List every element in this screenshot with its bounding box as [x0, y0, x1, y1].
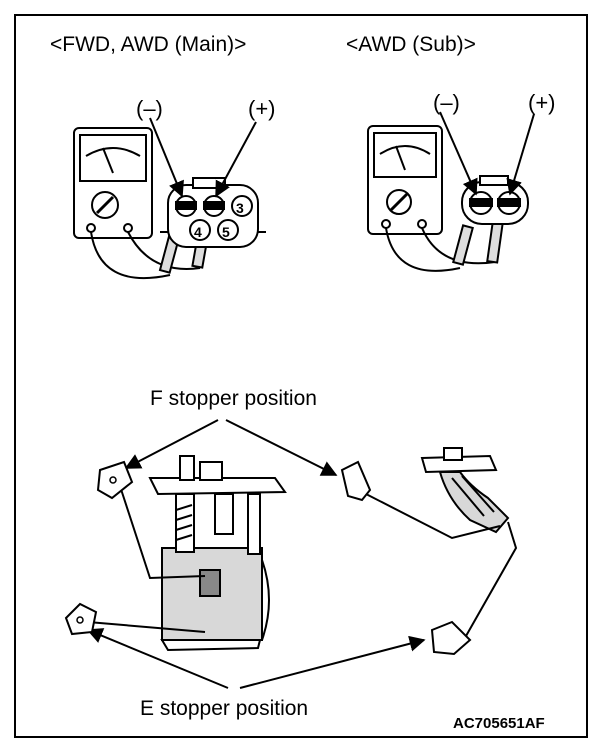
sub-probe-positive — [486, 220, 504, 264]
sub-lead-left — [385, 227, 461, 272]
main-lead-left — [90, 231, 171, 280]
figure-code-label: AC705651AF — [453, 715, 545, 732]
main-float-e-position — [64, 602, 98, 636]
main-fuel-pump-assembly — [148, 455, 287, 652]
sub-float-arm-f — [365, 493, 501, 540]
main-connector-icon — [160, 177, 266, 248]
fwd-awd-main-title: <FWD, AWD (Main)> — [50, 33, 247, 56]
sub-lead-right — [421, 227, 496, 265]
sub-negative-pointer — [439, 111, 478, 196]
sub-positive-pointer — [506, 113, 535, 196]
f-stopper-arrow-left — [124, 419, 219, 469]
f-stopper-label: F stopper position — [150, 387, 317, 410]
f-stopper-arrow-right — [225, 419, 338, 476]
sub-positive-label: (+) — [528, 90, 556, 115]
main-positive-pointer — [215, 121, 257, 198]
main-pin-3: 3 — [236, 200, 244, 216]
awd-sub-title: <AWD (Sub)> — [346, 33, 476, 56]
main-negative-label: (–) — [136, 96, 163, 121]
main-negative-pointer — [149, 117, 184, 198]
e-stopper-arrow-left — [86, 628, 229, 689]
main-lead-right — [127, 231, 201, 270]
main-pin-5: 5 — [222, 224, 230, 240]
sub-level-gauge-assembly — [420, 447, 510, 534]
sub-probe-negative — [452, 224, 474, 266]
sub-float-e-position — [430, 620, 472, 656]
sub-float-f-position — [340, 460, 372, 502]
main-multimeter-icon — [73, 127, 153, 239]
main-float-f-position — [96, 460, 134, 500]
e-stopper-arrow-right — [239, 635, 426, 689]
main-float-arm-f — [117, 479, 206, 580]
main-pin-4: 4 — [194, 224, 202, 240]
e-stopper-label: E stopper position — [140, 697, 309, 720]
main-float-arm-e — [87, 621, 206, 633]
sub-negative-label: (–) — [433, 90, 460, 115]
main-positive-label: (+) — [248, 96, 276, 121]
sub-float-arm-e — [465, 521, 518, 637]
sub-multimeter-icon — [367, 125, 443, 235]
